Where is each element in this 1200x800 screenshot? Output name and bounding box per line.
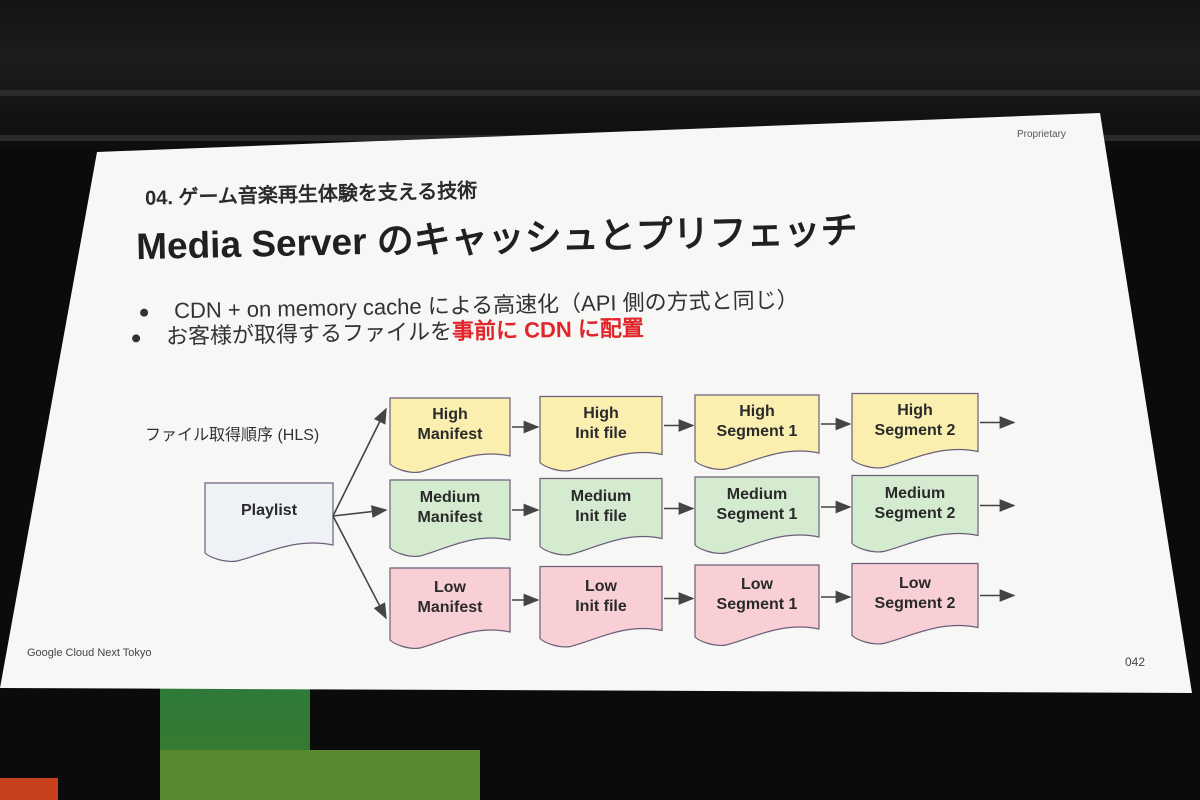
stage-backdrop-green: [160, 750, 480, 800]
footer-brand: Google Cloud Next Tokyo: [27, 647, 152, 659]
high-node: [389, 397, 511, 473]
low-node: [851, 562, 979, 645]
node-label-line: Init file: [575, 597, 627, 615]
ceiling-truss: [0, 0, 1200, 150]
node-label-line: Init file: [575, 424, 627, 442]
medium-node: [851, 474, 979, 553]
flow-arrow: [332, 407, 387, 517]
node-label-line: High: [739, 403, 775, 420]
truss-beam: [0, 90, 1200, 96]
node-label-line: Low: [585, 577, 617, 595]
playlist-node: [204, 482, 334, 562]
node-label-line: Init file: [575, 507, 627, 525]
node-label-line: Medium: [419, 489, 481, 506]
node-label-line: Medium: [570, 487, 632, 505]
node-label-line: Low: [899, 574, 931, 592]
node-label-line: Segment 1: [716, 506, 798, 523]
low-node: [694, 564, 820, 646]
node-label-line: High: [897, 401, 933, 419]
high-node: [851, 392, 979, 469]
high-node: [694, 394, 820, 470]
medium-node: [694, 476, 820, 554]
node-label-line: Segment 2: [874, 594, 956, 612]
node-label-line: Medium: [726, 486, 788, 503]
proprietary-label: Proprietary: [1017, 129, 1066, 140]
node-label-line: High: [583, 404, 619, 422]
node-label-line: Manifest: [417, 509, 483, 526]
low-node: [389, 567, 511, 649]
node-label-line: Segment 2: [874, 421, 956, 439]
flow-arrow: [332, 505, 388, 518]
node-label: Playlist: [205, 501, 333, 521]
flow-arrow: [332, 515, 387, 620]
node-label-line: Medium: [884, 484, 946, 502]
high-node: [539, 395, 663, 472]
node-label-line: Segment 1: [716, 423, 798, 440]
node-label-line: Segment 1: [716, 596, 798, 613]
node-label-line: Manifest: [417, 426, 483, 443]
stage-backdrop-orange: [0, 778, 58, 800]
node-label-line: Segment 2: [874, 504, 956, 522]
node-label-line: Playlist: [240, 502, 298, 519]
node-label-line: Manifest: [417, 599, 483, 616]
node-label-line: High: [432, 406, 468, 423]
node-label-line: Low: [741, 576, 773, 593]
diagram-label: ファイル取得順序 (HLS): [145, 427, 320, 444]
medium-node: [539, 477, 663, 556]
node-label-line: Low: [434, 579, 466, 596]
low-node: [539, 565, 663, 648]
medium-node: [389, 479, 511, 557]
page-number: 042: [1125, 655, 1146, 669]
